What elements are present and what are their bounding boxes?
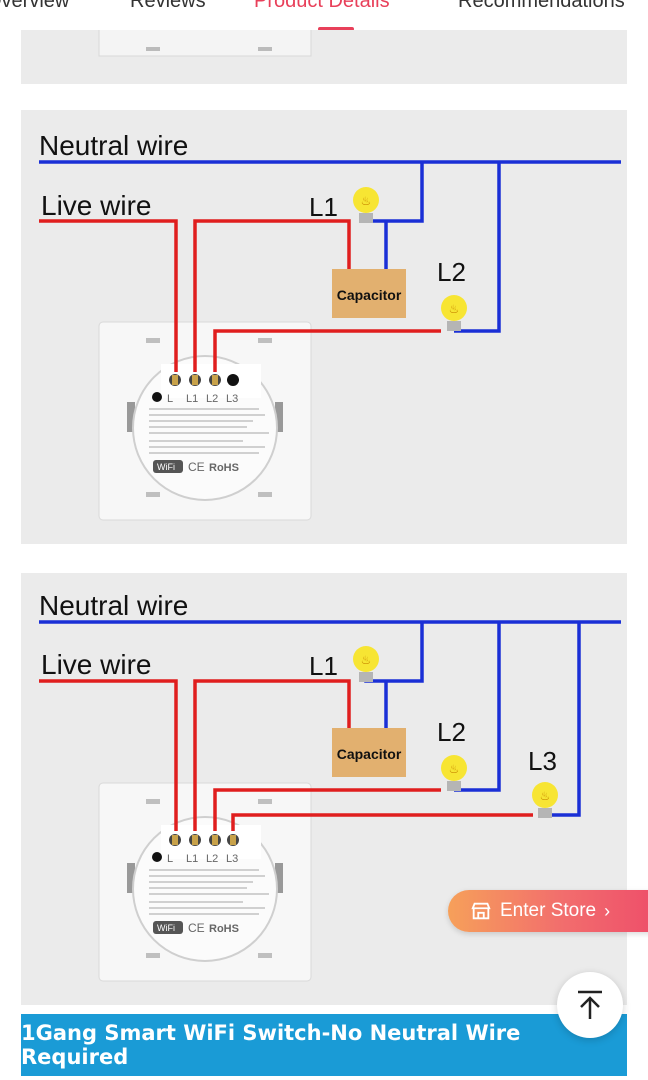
svg-text:♨: ♨ <box>449 302 460 316</box>
l2-label: L2 <box>437 257 466 287</box>
switch-back-illustration: L L1 L2 L3 WiFi CE RoHS <box>98 782 312 982</box>
bulb-l1-icon: ♨ <box>353 187 379 223</box>
rohs-mark: RoHS <box>209 462 239 474</box>
capacitor-box <box>332 728 406 777</box>
enter-store-button[interactable]: Enter Store › <box>448 890 648 932</box>
terminal-l1: L1 <box>186 393 198 405</box>
bulb-l2-icon: ♨ <box>441 295 467 331</box>
neutral-wire-label: Neutral wire <box>39 590 188 621</box>
capacitor-label: Capacitor <box>337 287 402 303</box>
tab-reviews[interactable]: Reviews <box>130 0 206 12</box>
terminal-l1: L1 <box>186 853 198 865</box>
switch-back-illustration: L L1 L2 L3 WiFi CE RoHS <box>98 321 312 521</box>
store-icon <box>471 902 491 920</box>
capacitor-box <box>332 269 406 318</box>
back-to-top-button[interactable] <box>557 972 623 1038</box>
terminal-l2: L2 <box>206 853 218 865</box>
neutral-wire-label: Neutral wire <box>39 130 188 161</box>
tab-recommendations[interactable]: Recommendations <box>458 0 625 12</box>
l1-label: L1 <box>309 651 338 681</box>
product-caption: 1Gang Smart WiFi Switch-No Neutral Wire … <box>21 1014 627 1076</box>
bulb-l2-icon: ♨ <box>441 755 467 791</box>
svg-text:♨: ♨ <box>449 762 460 776</box>
terminal-l2: L2 <box>206 393 218 405</box>
bulb-l1-icon: ♨ <box>353 646 379 682</box>
live-wire-label: Live wire <box>41 190 151 221</box>
tab-bar: Overview Reviews Product Details Recomme… <box>0 0 648 30</box>
svg-text:♨: ♨ <box>540 789 551 803</box>
live-wire-label: Live wire <box>41 649 151 680</box>
l3-label: L3 <box>528 746 557 776</box>
active-tab-indicator <box>318 27 354 30</box>
l1-label: L1 <box>309 192 338 222</box>
wiring-diagram-2-gang: L L1 L2 L3 WiFi CE RoHS <box>21 110 627 544</box>
terminal-l: L <box>167 393 173 405</box>
terminal-l3: L3 <box>226 853 238 865</box>
wiring-diagram-3-gang: L L1 L2 L3 WiFi CE RoHS <box>21 573 627 1005</box>
wifi-mark: WiFi <box>157 923 175 933</box>
l2-label: L2 <box>437 717 466 747</box>
rohs-mark: RoHS <box>209 923 239 935</box>
capacitor-label: Capacitor <box>337 746 402 762</box>
svg-text:♨: ♨ <box>361 653 372 667</box>
ce-mark: CE <box>188 921 205 935</box>
ce-mark: CE <box>188 460 205 474</box>
wifi-mark: WiFi <box>157 462 175 472</box>
svg-text:♨: ♨ <box>361 194 372 208</box>
terminal-l3: L3 <box>226 393 238 405</box>
chevron-right-icon: › <box>604 900 611 921</box>
terminal-l: L <box>167 853 173 865</box>
arrow-up-icon <box>578 990 602 1019</box>
tab-overview[interactable]: Overview <box>0 0 70 12</box>
product-image-top <box>21 30 627 84</box>
bulb-l3-icon: ♨ <box>532 782 558 818</box>
enter-store-label: Enter Store <box>500 900 597 921</box>
tab-product-details[interactable]: Product Details <box>254 0 390 12</box>
